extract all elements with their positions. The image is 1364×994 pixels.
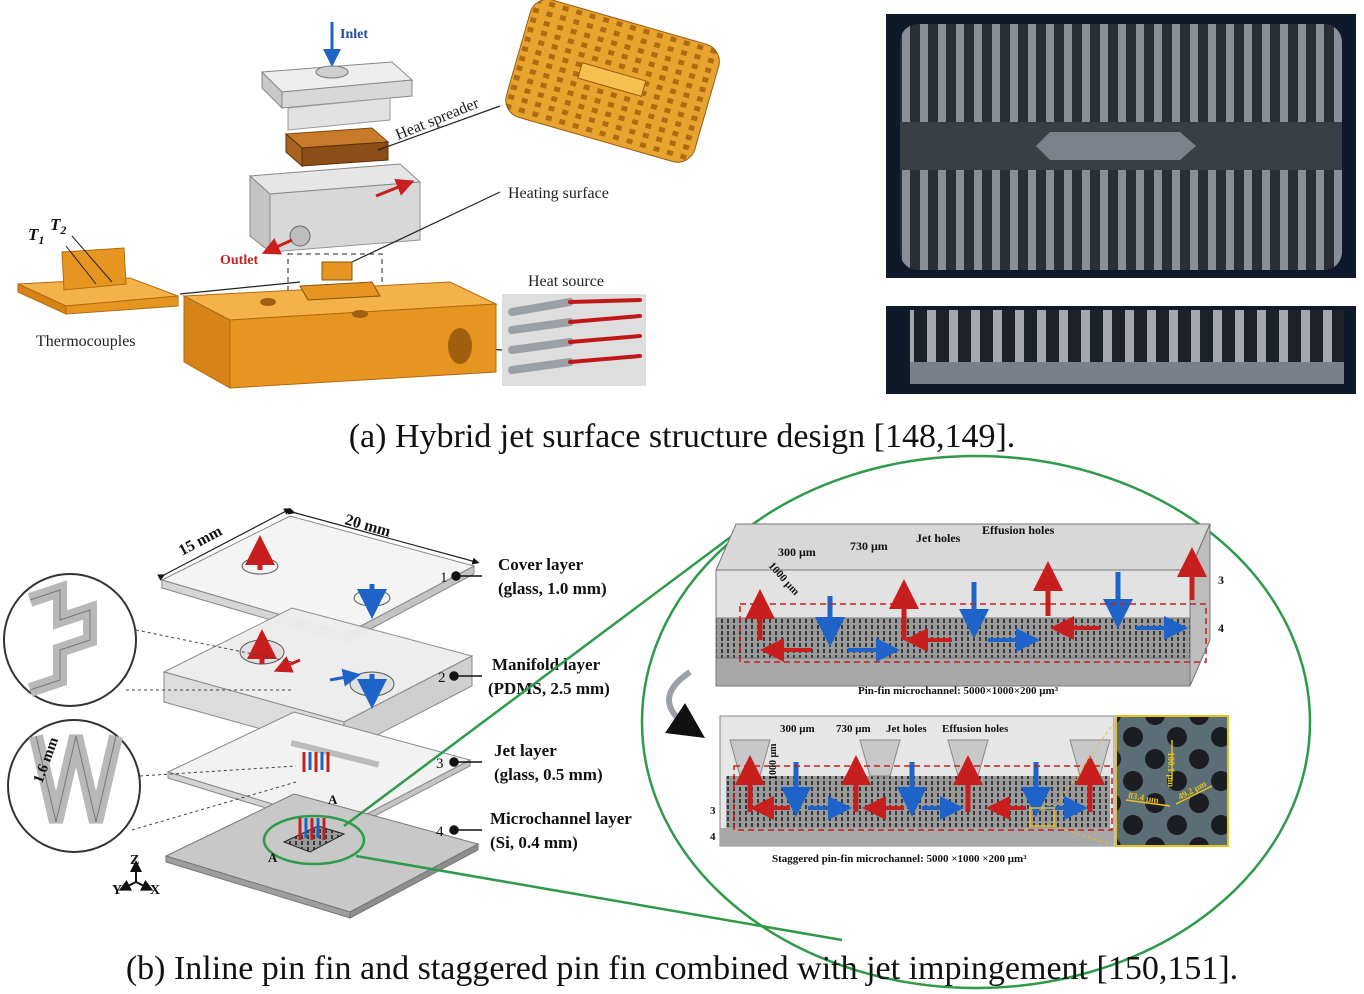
sem-dim-1: 100.1 μm: [1166, 752, 1176, 788]
manifold-layer-spec: (PDMS, 2.5 mm): [488, 679, 610, 698]
staggered-effusion-holes: Effusion holes: [942, 723, 1009, 735]
staggered-d300: 300 μm: [780, 723, 815, 735]
t1-label: T1: [28, 225, 44, 247]
fabricated-spreader-photo-top: [886, 14, 1356, 278]
magnifier-upper: [3, 573, 137, 707]
pin-fin-spreader-render: [505, 0, 720, 163]
manifold-layer-name: Manifold layer: [492, 655, 601, 674]
layer-4-number: 4: [436, 824, 444, 840]
thermocouple-inset: [17, 235, 179, 315]
inline-pinfin-section: [715, 523, 1211, 687]
outlet-label: Outlet: [220, 253, 258, 268]
magnifier-leaders: [126, 629, 297, 831]
layer-2-number: 2: [438, 670, 446, 686]
heat-source-label: Heat source: [528, 273, 604, 290]
heat-source-photo: [502, 294, 646, 386]
staggered-caption: Staggered pin-fin microchannel: 5000 ×10…: [772, 853, 1027, 865]
axis-y-label: Y: [112, 883, 122, 898]
t2-label: T2: [50, 215, 66, 237]
heat-spreader-label: Heat spreader: [393, 95, 482, 144]
heating-surface-label: Heating surface: [508, 185, 609, 202]
jet-layer-spec: (glass, 0.5 mm): [494, 765, 603, 784]
axis-x-label: X: [150, 883, 160, 898]
housing: [248, 163, 422, 255]
microchannel-layer-spec: (Si, 0.4 mm): [490, 833, 578, 852]
thermocouples-label: Thermocouples: [36, 333, 136, 350]
base-block: [182, 261, 498, 389]
caption-b: (b) Inline pin fin and staggered pin fin…: [125, 950, 1239, 987]
inline-d730: 730 μm: [850, 539, 888, 553]
cover-plate: [260, 61, 414, 131]
microchannel-layer-name: Microchannel layer: [490, 809, 632, 828]
layer-1-number: 1: [440, 570, 448, 586]
caption-a: (a) Hybrid jet surface structure design …: [348, 418, 1016, 455]
inline-effusion-holes: Effusion holes: [982, 523, 1055, 537]
dimension-lines: [157, 507, 480, 581]
cover-layer-name: Cover layer: [498, 555, 584, 574]
layer-3-number: 3: [436, 756, 444, 772]
inline-caption: Pin-fin microchannel: 5000×1000×200 μm³: [858, 685, 1059, 697]
staggered-pinfin-section: [719, 715, 1117, 847]
figure-a: Inlet Outlet: [17, 0, 1356, 394]
magnifier-lower: [7, 719, 141, 853]
staggered-d730: 730 μm: [836, 723, 871, 735]
inline-n4: 4: [1218, 621, 1224, 635]
inline-jet-holes: Jet holes: [916, 531, 961, 545]
transition-arrow: [665, 669, 705, 738]
jet-layer-plate: [166, 711, 472, 833]
cover-layer-spec: (glass, 1.0 mm): [498, 579, 607, 598]
axis-z-label: Z: [130, 853, 139, 868]
inline-d300: 300 μm: [778, 545, 816, 559]
figure-b: 15 mm 20 mm: [3, 454, 1312, 990]
inline-n3: 3: [1218, 573, 1224, 587]
staggered-d1000: 1000 μm: [768, 743, 779, 780]
section-a-upper: A: [328, 792, 338, 807]
fabricated-spreader-photo-side: [886, 306, 1356, 394]
staggered-n4: 4: [710, 831, 716, 843]
heating-region-box: [287, 253, 383, 301]
staggered-n3: 3: [710, 805, 716, 817]
heat-spreader-block: [284, 127, 390, 168]
jet-layer-name: Jet layer: [494, 741, 557, 760]
inlet-label: Inlet: [340, 27, 368, 42]
section-a-lower: A: [268, 850, 278, 865]
coordinate-axes: [118, 860, 154, 891]
callout-lines: [343, 454, 1312, 990]
layer-markers: [449, 571, 482, 835]
staggered-jet-holes: Jet holes: [886, 723, 927, 735]
sem-inset: [1115, 715, 1229, 847]
microchannel-layer-plate: [164, 793, 480, 919]
